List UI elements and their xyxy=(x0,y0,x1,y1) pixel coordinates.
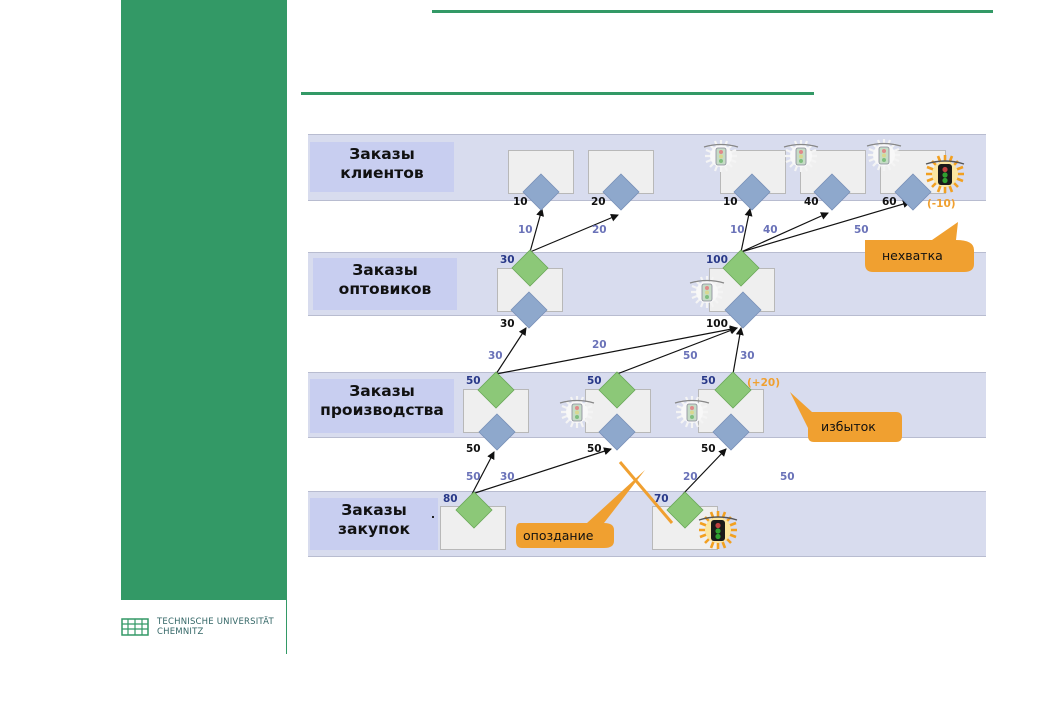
order-diamond-green xyxy=(666,491,704,529)
order-diamond-green xyxy=(477,371,515,409)
university-city: CHEMNITZ xyxy=(157,627,204,637)
lane-label-clients: Заказы клиентов xyxy=(310,142,454,192)
order-diamond-blue xyxy=(894,173,932,211)
title-rule-bottom xyxy=(301,92,814,95)
traffic-light-icon xyxy=(688,274,726,310)
traffic-light-alert-icon xyxy=(697,509,739,551)
flow-arrow xyxy=(616,326,738,375)
flow-amount: 50 xyxy=(854,224,869,236)
value-label: 80 xyxy=(443,493,458,505)
flow-amount: 30 xyxy=(488,350,503,362)
order-diamond-blue xyxy=(598,413,636,451)
callout-delay-pointer xyxy=(618,461,674,524)
order-diamond-blue xyxy=(733,173,771,211)
callout-delay xyxy=(516,470,645,548)
flow-arrow xyxy=(682,448,727,495)
traffic-light-icon xyxy=(865,137,903,173)
sidebar-divider xyxy=(286,600,287,654)
flow-arrow xyxy=(529,208,544,253)
flow-arrow xyxy=(740,200,911,253)
flow-amount: 20 xyxy=(592,339,607,351)
sidebar-band xyxy=(121,0,287,600)
surplus-value: (+20) xyxy=(747,377,780,389)
value-label: 50 xyxy=(466,443,481,455)
order-diamond-blue xyxy=(510,291,548,329)
flow-amount: 50 xyxy=(683,350,698,362)
value-label: 50 xyxy=(701,443,716,455)
flow-arrows xyxy=(471,200,911,495)
order-diamond-green xyxy=(511,249,549,287)
value-label: 20 xyxy=(591,196,606,208)
lane-label-production: Заказы производства xyxy=(310,379,454,433)
flow-arrow xyxy=(495,325,738,375)
order-diamond-green xyxy=(714,371,752,409)
flow-amount: 20 xyxy=(683,471,698,483)
value-label: 100 xyxy=(706,318,728,330)
flow-arrow xyxy=(471,451,495,495)
traffic-light-icon xyxy=(702,138,740,174)
value-label: 30 xyxy=(500,254,515,266)
order-diamond-green xyxy=(598,371,636,409)
flow-amount: 50 xyxy=(780,471,795,483)
value-label: 60 xyxy=(882,196,897,208)
order-diamond-blue xyxy=(724,291,762,329)
value-label: 70 xyxy=(654,493,669,505)
university-logo: TECHNISCHE UNIVERSITÄT CHEMNITZ xyxy=(121,612,287,652)
value-label: 40 xyxy=(804,196,819,208)
value-label: 30 xyxy=(500,318,515,330)
traffic-light-icon xyxy=(782,138,820,174)
flow-arrow xyxy=(495,327,527,375)
traffic-light-icon xyxy=(558,394,596,430)
value-label: 50 xyxy=(466,375,481,387)
order-diamond-blue xyxy=(478,413,516,451)
flow-arrow xyxy=(471,447,612,495)
lane-label-purchase: Заказы закупок xyxy=(310,498,438,550)
traffic-light-icon xyxy=(673,394,711,430)
flow-amount: 30 xyxy=(740,350,755,362)
order-diamond-blue xyxy=(712,413,750,451)
flow-amount: 40 xyxy=(763,224,778,236)
flow-amount: 10 xyxy=(730,224,745,236)
order-diamond-blue xyxy=(813,173,851,211)
title-rule-top xyxy=(432,10,993,13)
value-label: . xyxy=(431,509,435,521)
traffic-light-alert-icon xyxy=(924,153,966,195)
value-label: 50 xyxy=(701,375,716,387)
flow-amount: 20 xyxy=(592,224,607,236)
value-label: 50 xyxy=(587,443,602,455)
flow-arrow xyxy=(740,208,753,253)
callout-surplus xyxy=(790,392,902,442)
callout-shortage xyxy=(865,222,974,272)
value-label: 50 xyxy=(587,375,602,387)
flow-amount: 10 xyxy=(518,224,533,236)
flow-arrow xyxy=(740,212,829,253)
callout-delay-text: опоздание xyxy=(523,528,594,543)
university-logo-icon xyxy=(121,618,149,636)
value-label: 10 xyxy=(723,196,738,208)
flow-arrow xyxy=(732,327,744,375)
flow-arrow xyxy=(529,214,619,253)
value-label: 10 xyxy=(513,196,528,208)
shortage-value: (-10) xyxy=(927,198,956,210)
order-diamond-blue xyxy=(602,173,640,211)
value-label: 100 xyxy=(706,254,728,266)
order-diamond-green xyxy=(722,249,760,287)
lane-label-wholesale: Заказы оптовиков xyxy=(313,258,457,310)
university-name: TECHNISCHE UNIVERSITÄT xyxy=(157,617,274,627)
callout-surplus-text: избыток xyxy=(821,419,876,434)
order-diamond-blue xyxy=(522,173,560,211)
callout-shortage-text: нехватка xyxy=(882,248,943,263)
blue-diamonds xyxy=(478,173,932,451)
flow-amount: 50 xyxy=(466,471,481,483)
order-diamond-green xyxy=(455,491,493,529)
green-diamonds xyxy=(455,249,760,529)
flow-amount: 30 xyxy=(500,471,515,483)
